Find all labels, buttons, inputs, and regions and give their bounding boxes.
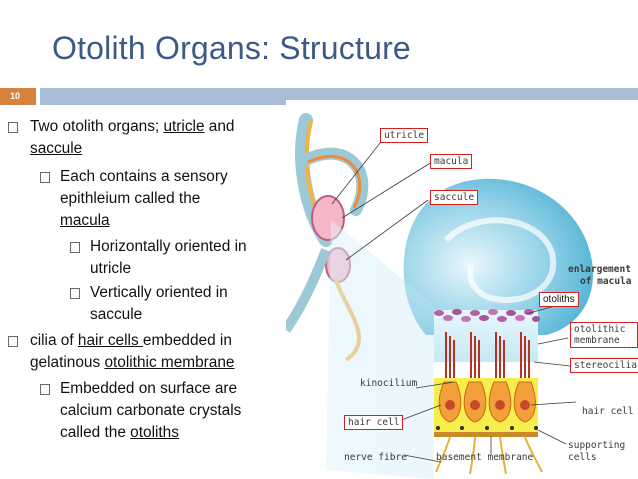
label-hair-cell-right: hair cell <box>582 406 634 417</box>
bullet-hair-cells: cilia of hair cells embedded in gelatino… <box>8 330 292 374</box>
macula-term: macula <box>60 212 110 229</box>
bullet-sensory-epithelium: Each contains a sensory epithleium calle… <box>40 166 290 232</box>
bullet-marker <box>40 384 50 395</box>
nerve-fibres <box>435 436 543 475</box>
label-nerve-fibre: nerve fibre <box>344 452 407 463</box>
hair-cells <box>438 381 536 423</box>
label-saccule: saccule <box>430 190 479 205</box>
otoliths-term: otoliths <box>130 424 179 441</box>
bullet-marker <box>40 172 50 183</box>
label-macula: macula <box>430 154 473 169</box>
label-enlargement-line1: enlargement <box>568 264 631 275</box>
bullet-marker <box>8 336 18 347</box>
label-kinocilium: kinocilium <box>360 378 418 389</box>
label-basement-membrane: basement membrane <box>436 452 534 463</box>
bullet-otolith-organs: Two otolith organs; utricle and saccule <box>8 116 288 160</box>
bullet-marker <box>70 242 80 253</box>
bullet-horizontal-utricle: Horizontally oriented in utricle <box>70 236 292 280</box>
bullet-marker <box>70 288 80 299</box>
slide-number: 10 <box>0 88 36 105</box>
stereocilia-bundles <box>445 332 530 378</box>
label-stereocilia: stereocilia <box>570 358 638 373</box>
leader-lines <box>331 137 577 463</box>
otolith-crystals <box>434 309 540 322</box>
label-otolithic-membrane: otolithic membrane <box>570 322 638 348</box>
otolithic-membrane-term: otolithic membrane <box>104 354 235 371</box>
bullet-marker <box>8 122 18 133</box>
bullet-vertical-saccule: Vertically oriented in saccule <box>70 282 292 326</box>
label-utricle: utricle <box>380 128 429 143</box>
saccule-term: saccule <box>30 140 83 157</box>
utricle-term: utricle <box>163 118 205 135</box>
label-supporting-cells-line1: supporting <box>568 440 626 451</box>
supporting-cell-nuclei <box>436 426 538 430</box>
macula-diagram: utricle macula saccule enlargement of ma… <box>286 100 638 479</box>
basement-membrane-layer <box>434 432 538 437</box>
bullet-calcium-carbonate: Embedded on surface are calcium carbonat… <box>40 378 290 444</box>
slide-title: Otolith Organs: Structure <box>52 30 411 66</box>
label-hair-cell-left: hair cell <box>344 415 404 430</box>
hair-cells-term: hair cells <box>77 332 143 349</box>
label-enlargement-line2: of macula <box>580 276 632 287</box>
label-otoliths: otoliths <box>539 292 579 307</box>
label-supporting-cells-line2: cells <box>568 452 597 463</box>
